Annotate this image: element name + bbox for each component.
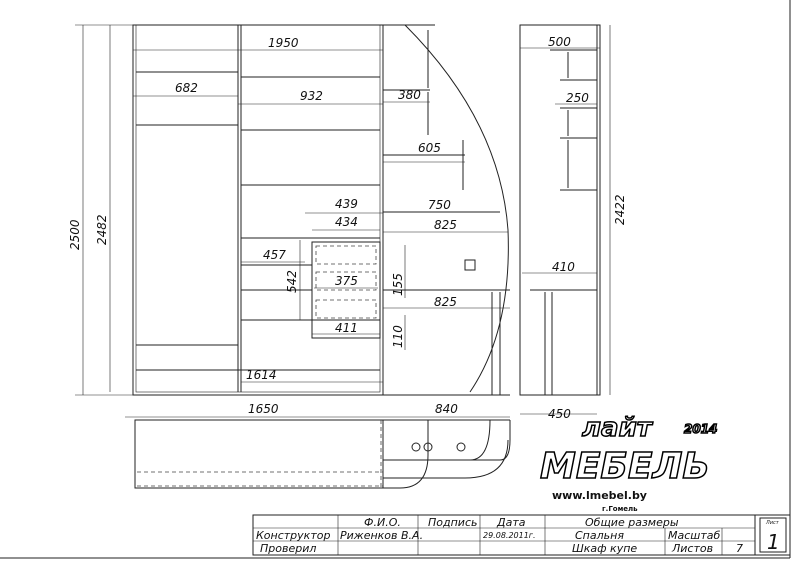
drawing-line <box>382 420 511 461</box>
sheets-label: Листов <box>671 542 713 555</box>
scale-label: Масштаб <box>668 529 720 542</box>
sheets-count: 7 <box>736 542 743 555</box>
side-view: 500 250 410 2422 450 <box>519 24 627 421</box>
dim-840: 840 <box>435 402 458 416</box>
drawing-line <box>252 514 791 556</box>
dim-110: 110 <box>391 325 405 348</box>
date-header: Дата <box>496 516 526 529</box>
drawing-line <box>759 517 787 553</box>
drawing-line <box>315 245 377 265</box>
drawing-line <box>423 442 433 452</box>
drawing-line <box>134 419 384 489</box>
logo-year: 2014 <box>684 422 717 436</box>
logo-line2: МЕБЕЛЬ <box>540 446 710 487</box>
sign-header: Подпись <box>428 516 477 529</box>
sheet-number: 1 <box>767 530 780 554</box>
dim-left-section: 682 <box>175 81 198 95</box>
dim-1650: 1650 <box>248 402 279 416</box>
dim-inner-height: 2482 <box>95 214 109 245</box>
company-logo: лайт 2014 МЕБЕЛЬ www.lmebel.by г.Гомель <box>539 412 718 513</box>
dim-439: 439 <box>335 197 358 211</box>
drawing-line <box>315 299 377 319</box>
fio-header: Ф.И.О. <box>364 516 401 529</box>
drawing-line <box>135 24 381 393</box>
designer-name: Риженков В.А. <box>340 529 423 542</box>
drawing-date: 29.08.2011г. <box>483 531 536 540</box>
front-dimensions: 2500 2482 1950 682 932 380 605 750 825 8… <box>68 24 510 418</box>
drawing-line <box>469 419 491 461</box>
checked-label: Проверил <box>260 542 316 555</box>
plan-view <box>134 419 511 489</box>
title-block: Ф.И.О. Подпись Дата Общие размеры Констр… <box>252 514 791 556</box>
dim-side-500: 500 <box>548 35 571 49</box>
corner-shelving <box>383 24 510 396</box>
dim-shelf-605: 605 <box>418 141 441 155</box>
dim-side-250: 250 <box>566 91 589 105</box>
drawing-line <box>404 24 509 393</box>
drawing-line <box>315 271 377 291</box>
item-name: Шкаф купе <box>572 542 637 555</box>
sheet-label: Лист <box>765 520 780 526</box>
dim-825-bottom: 825 <box>434 295 457 309</box>
drawing-line <box>456 442 466 452</box>
drawing-line <box>411 442 421 452</box>
room-name: Спальня <box>575 529 624 542</box>
drawing-line <box>383 420 429 489</box>
socket-icon <box>464 259 476 271</box>
drawing-line <box>311 241 381 339</box>
designer-label: Конструктор <box>256 529 330 542</box>
dim-right-section: 932 <box>300 89 323 103</box>
logo-city: г.Гомель <box>602 505 638 513</box>
dim-total-height: 2500 <box>68 219 82 250</box>
front-view-cabinet <box>132 24 384 396</box>
dim-411: 411 <box>335 321 358 335</box>
dim-434: 434 <box>335 215 358 229</box>
dim-457: 457 <box>263 248 286 262</box>
dim-1614: 1614 <box>246 368 277 382</box>
dim-825-top: 825 <box>434 218 457 232</box>
dim-side-410: 410 <box>552 260 575 274</box>
drawing-line <box>519 24 601 396</box>
dim-shelf-750: 750 <box>428 198 451 212</box>
dim-155: 155 <box>391 273 405 296</box>
drawing-title: Общие размеры <box>585 516 679 529</box>
dim-542: 542 <box>285 270 299 293</box>
dim-side-2422: 2422 <box>613 194 627 225</box>
dim-375: 375 <box>335 274 358 288</box>
logo-url: www.lmebel.by <box>552 489 647 502</box>
logo-line1: лайт <box>582 413 654 443</box>
drawing-line <box>383 439 509 479</box>
dim-side-450: 450 <box>548 407 571 421</box>
dim-shelf-380: 380 <box>398 88 421 102</box>
dim-top-width: 1950 <box>268 36 299 50</box>
